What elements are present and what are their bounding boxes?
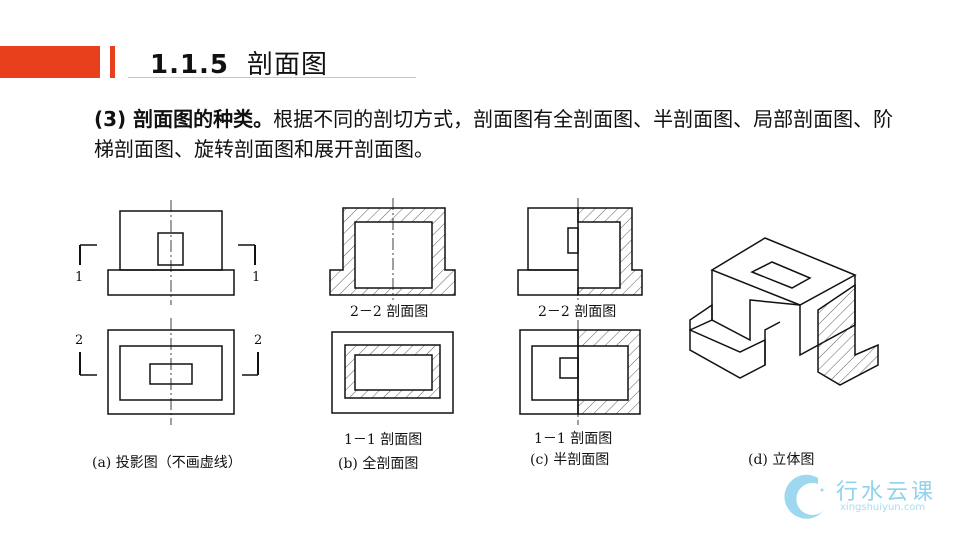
title-underline [128, 77, 416, 78]
watermark-logo: 行水云课 xingshuiyun.com [778, 470, 948, 520]
figure-d-caption: (d) 立体图 [748, 452, 815, 468]
body-paragraph: (3) 剖面图的种类。根据不同的剖切方式，剖面图有全剖面图、半剖面图、局部剖面图… [94, 104, 894, 164]
page-title: 1.1.5 剖面图 [150, 44, 328, 81]
figure-b-full-section [329, 198, 456, 414]
title-accent-bar [0, 46, 100, 78]
figure-c-top-label: 2－2 剖面图 [538, 304, 617, 320]
figure-c-caption: (c) 半剖面图 [530, 452, 610, 468]
paragraph-text: 根据不同的剖切方式，剖面图有全剖面图、半剖面图、局部剖面图、阶梯剖面图、旋转剖面… [94, 107, 894, 161]
logo-url: xingshuiyun.com [840, 502, 926, 513]
figure-b-top-label: 2－2 剖面图 [350, 304, 429, 320]
section-mark-2-right: 2 [254, 333, 263, 348]
paragraph-lead: (3) 剖面图的种类。 [94, 107, 274, 131]
figure-b-bottom-label: 1－1 剖面图 [344, 432, 423, 448]
section-mark-1-left: 1 [75, 270, 84, 285]
logo-name: 行水云课 [836, 480, 937, 505]
section-mark-2-left: 2 [75, 333, 84, 348]
section-mark-1-right: 1 [252, 270, 261, 285]
figure-a-projection [79, 200, 259, 425]
title-accent-stripe [110, 46, 115, 78]
figure-a-caption: (a) 投影图（不画虚线） [92, 455, 242, 471]
section-title: 剖面图 [247, 50, 329, 80]
wave-logo-icon [784, 474, 824, 519]
figure-c-bottom-label: 1－1 剖面图 [534, 431, 613, 447]
figure-b-caption: (b) 全剖面图 [338, 456, 419, 472]
section-number: 1.1.5 [150, 50, 230, 80]
figure-c-half-section [517, 198, 643, 425]
figure-d-isometric [689, 237, 879, 386]
